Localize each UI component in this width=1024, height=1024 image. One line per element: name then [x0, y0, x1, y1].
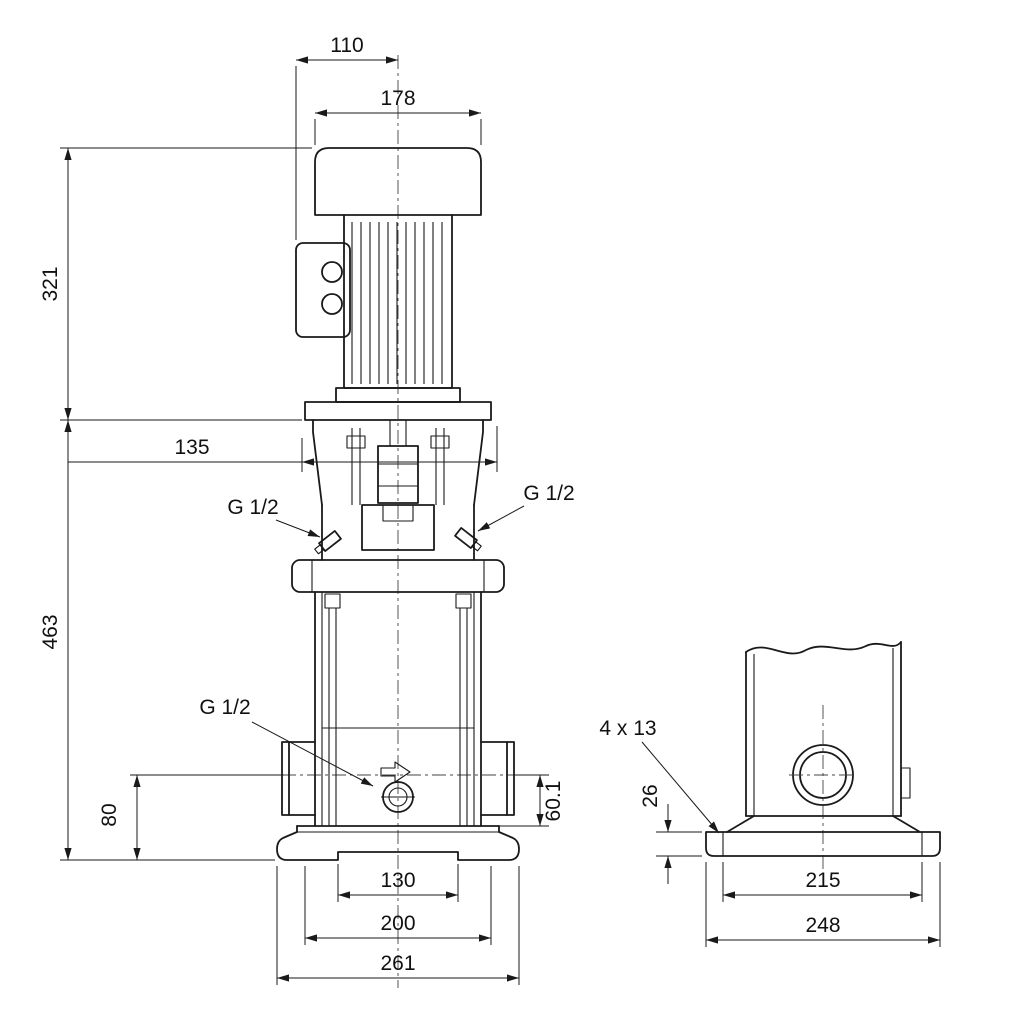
dim-463-label: 463: [39, 614, 62, 649]
bolt-note-label: 4 x 13: [599, 717, 656, 740]
dim-215-label: 215: [805, 869, 840, 892]
dim-135-label: 135: [174, 436, 209, 459]
dim-110-label: 110: [330, 34, 363, 57]
dim-178-label: 178: [380, 87, 415, 110]
port-left: [281, 741, 316, 816]
chamber-stack: [314, 591, 482, 827]
dim-200-label: 200: [380, 912, 415, 935]
end-port: [789, 744, 857, 806]
drain-plug: [381, 781, 415, 813]
stud-nut-left: [346, 435, 366, 449]
break-line: [745, 641, 902, 655]
motor-cooling-fins: [351, 222, 443, 384]
motor-stool: [312, 419, 484, 506]
motor-fan-cover: [314, 147, 482, 216]
g-half-right-label: G 1/2: [523, 482, 574, 505]
stud-nut-right: [430, 435, 450, 449]
staybolt-nut-right: [455, 593, 472, 609]
terminal-box: [295, 242, 351, 338]
g-half-drain-label: G 1/2: [199, 696, 250, 719]
motor-body: [343, 214, 453, 389]
port-right: [480, 741, 515, 816]
dim-60-1-label: 60.1: [542, 781, 565, 822]
gauge-plug-right: [454, 527, 482, 552]
pump-head: [291, 504, 505, 593]
flow-direction-arrow: [380, 761, 411, 783]
dim-261-label: 261: [380, 952, 415, 975]
dim-130-label: 130: [380, 869, 415, 892]
end-base: [705, 815, 941, 857]
dim-26-label: 26: [639, 784, 662, 807]
pump-base: [276, 825, 520, 861]
motor-flange: [304, 387, 492, 421]
head-flange: [291, 559, 505, 593]
dim-321-label: 321: [39, 266, 62, 301]
dim-248-label: 248: [805, 914, 840, 937]
gauge-plug-left: [314, 530, 342, 555]
g-half-left-label: G 1/2: [227, 496, 278, 519]
dimensions: 110 178 321 463 135 G 1/2 G 1/2 G 1/2: [39, 34, 941, 985]
front-view: [276, 55, 540, 988]
staybolt-nut-left: [324, 593, 341, 609]
end-view: [705, 641, 941, 880]
dim-80-label: 80: [98, 803, 121, 826]
nameplate-clip: [900, 767, 911, 799]
